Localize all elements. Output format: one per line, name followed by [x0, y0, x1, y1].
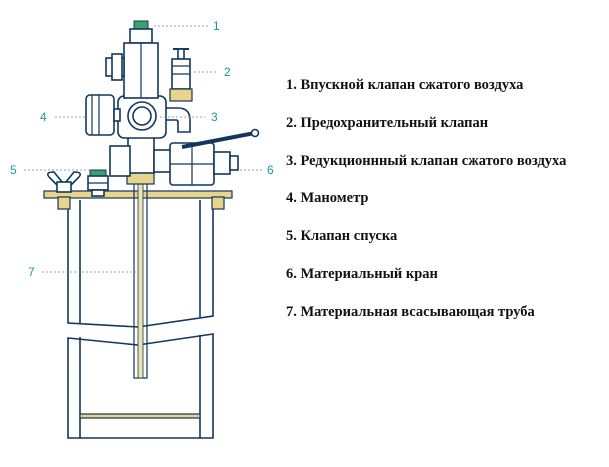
safety-valve [169, 48, 193, 102]
callout-3: 3 [211, 110, 218, 124]
legend-item-drain-valve: 5. Клапан спуска [286, 228, 398, 245]
pressure-gauge [85, 94, 121, 136]
drain-valve [87, 169, 109, 197]
material-tap [169, 128, 260, 186]
wing-nut [46, 171, 82, 193]
inlet-valve [105, 20, 159, 99]
legend-item-safety-valve: 2. Предохранительный клапан [286, 114, 489, 131]
callout-6: 6 [267, 163, 274, 177]
callout-numbers: 1 2 3 4 5 6 7 [10, 19, 274, 279]
legend-item-reducing-valve: 3. Редукционнный клапан сжатого воздуха [286, 152, 567, 169]
callout-7: 7 [28, 265, 35, 279]
leader-lines [24, 25, 262, 273]
tank-body [67, 200, 214, 439]
legend-item-suction-tube: 7. Материальная всасывающая труба [286, 303, 535, 320]
legend-item-material-tap: 6. Материальный кран [286, 265, 438, 282]
callout-1: 1 [213, 19, 220, 33]
callout-2: 2 [224, 65, 231, 79]
legend-item-inlet-valve: 1. Впускной клапан сжатого воздуха [286, 77, 524, 93]
legend-item-pressure-gauge: 4. Манометр [286, 190, 369, 207]
legend: 1. Впускной клапан сжатого воздуха 2. Пр… [286, 74, 566, 339]
callout-4: 4 [40, 110, 47, 124]
manifold [109, 134, 173, 177]
reducing-valve [117, 95, 191, 139]
suction-tube [126, 171, 155, 379]
callout-5: 5 [10, 163, 17, 177]
